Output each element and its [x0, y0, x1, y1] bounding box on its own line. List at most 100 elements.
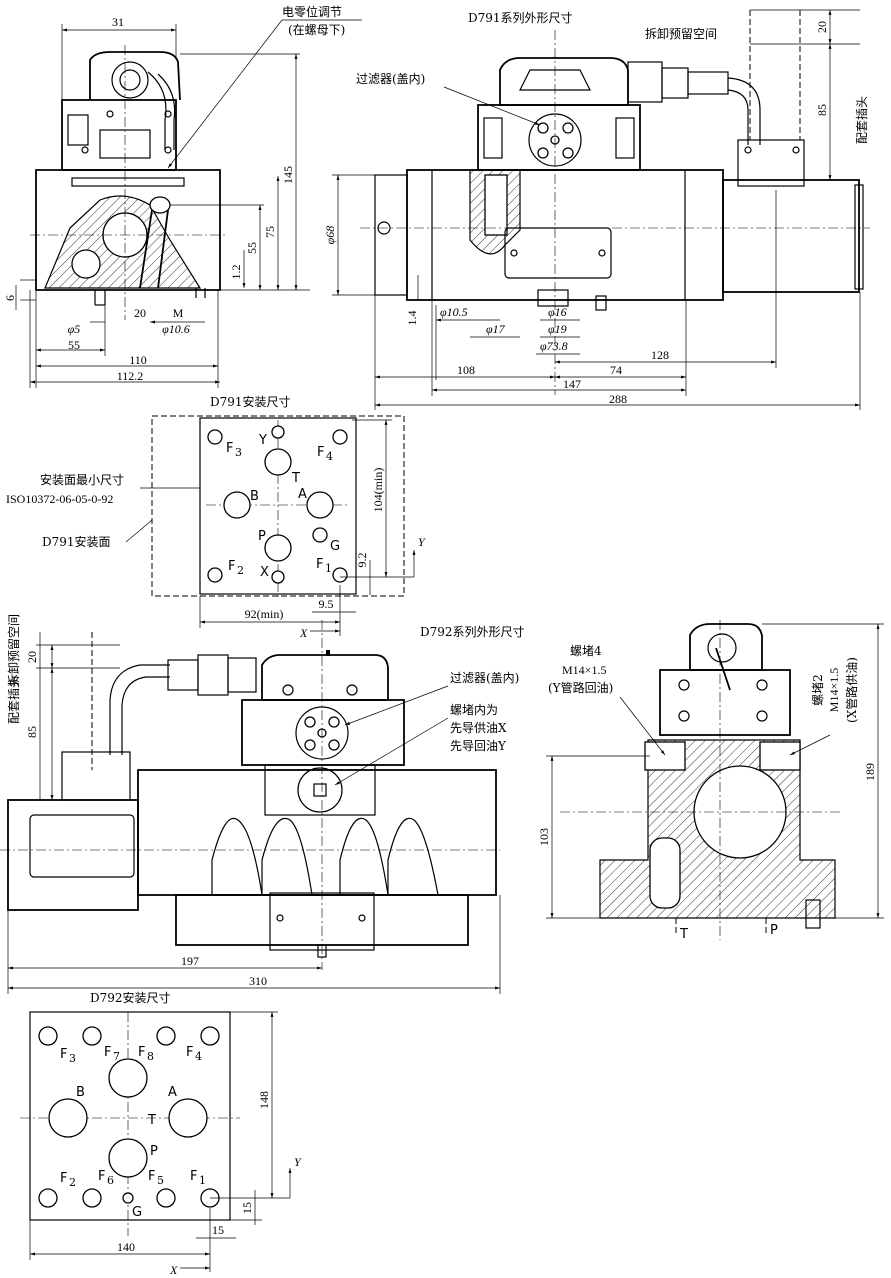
label-under-nut: (在螺母下) [288, 23, 345, 37]
d792-side-view: T P 螺堵4 M14×1.5 (Y管路回油) 螺堵2 M14×1.5 (X管路… [537, 620, 884, 942]
label-pilot-supply-x: 先导供油X [450, 721, 507, 735]
port-f4-sub: 4 [326, 450, 333, 463]
port792-f1-sub: 1 [199, 1174, 206, 1187]
port792-f7-sub: 7 [113, 1050, 120, 1063]
port792-f4: F [186, 1045, 193, 1060]
label-plug4-thread: M14×1.5 [562, 663, 606, 677]
dim-104-min: 104(min) [371, 468, 385, 513]
label-m: M [173, 306, 184, 320]
label-plug2-thread: M14×1.5 [827, 668, 841, 712]
port792-f1: F [190, 1169, 197, 1184]
label-plug2: 螺堵2 [811, 674, 825, 706]
dim-197: 197 [181, 954, 199, 968]
port-b: B [250, 489, 259, 504]
port792-f3-sub: 3 [69, 1052, 76, 1065]
dim-288: 288 [609, 392, 627, 406]
dim-phi17: φ17 [486, 322, 506, 336]
port792-f3: F [60, 1047, 67, 1062]
dim-6: 6 [3, 295, 17, 301]
port-f3-sub: 3 [235, 446, 242, 459]
d791-front-view: D791系列外形尺寸 拆卸预留空间 配套插头 过滤器(盖内) [323, 9, 870, 410]
dim-phi73-8: φ73.8 [540, 339, 568, 353]
axis-y-791: Y [418, 535, 426, 549]
d792-mounting-pattern: D792安装尺寸 F 3 F 7 F 8 F 4 B T A P F 2 F 6… [20, 990, 302, 1277]
label-electric-zero-adjust: 电零位调节 [282, 4, 342, 19]
title-d792-outline: D792系列外形尺寸 [420, 625, 525, 639]
dim-74: 74 [610, 363, 622, 377]
dim-20-top: 20 [815, 21, 829, 33]
dim-85-top: 85 [815, 104, 829, 116]
port792-f5-sub: 5 [157, 1174, 164, 1187]
dim-108: 108 [457, 363, 475, 377]
label-plug2-note: (X管路供油) [844, 657, 859, 723]
label-iso-code: ISO10372-06-05-0-92 [6, 492, 113, 506]
label-plug4: 螺堵4 [570, 644, 602, 658]
dim-148: 148 [257, 1091, 271, 1109]
title-d792-mount: D792安装尺寸 [90, 990, 171, 1005]
title-d791-mount: D791安装尺寸 [210, 394, 291, 409]
dim-phi19: φ19 [548, 322, 567, 336]
d792-front-view: D792系列外形尺寸 配套插头 拆卸预留空间 [0, 614, 525, 994]
dim-85-d792: 85 [25, 726, 39, 738]
d791-mounting-pattern: D791安装尺寸 F 3 Y F 4 T B A P G F 2 X F 1 安… [6, 394, 426, 640]
dim-140: 140 [117, 1240, 135, 1254]
dim-103: 103 [537, 828, 551, 846]
port792-p: P [150, 1144, 158, 1159]
port792-f2: F [60, 1171, 67, 1186]
label-removal-space-top: 拆卸预留空间 [645, 26, 717, 41]
dim-15-v: 15 [240, 1202, 254, 1214]
dim-145: 145 [281, 166, 295, 184]
label-plug-inner: 螺堵内为 [450, 703, 498, 717]
title-d791-outline: D791系列外形尺寸 [468, 11, 573, 25]
dim-phi16: φ16 [548, 305, 567, 319]
d791-side-view: 31 145 75 55 1.2 6 20 M φ5 φ10.6 55 110 … [3, 4, 362, 388]
side-port-t: T [679, 927, 688, 942]
dim-310: 310 [249, 974, 267, 988]
dim-1-2: 1.2 [229, 265, 243, 280]
dim-20: 20 [134, 306, 146, 320]
port792-f2-sub: 2 [69, 1176, 76, 1189]
label-filter-1: 过滤器(盖内) [356, 72, 425, 86]
port-f2-sub: 2 [237, 564, 244, 577]
dim-phi5: φ5 [68, 322, 81, 336]
port-g: G [330, 539, 340, 554]
axis-x-791: X [299, 626, 308, 640]
dim-9-2: 9.2 [355, 553, 369, 568]
dim-110: 110 [129, 353, 147, 367]
port-f3: F [226, 441, 233, 456]
port-a: A [298, 487, 307, 502]
port792-f6-sub: 6 [107, 1174, 114, 1187]
dim-1-4: 1.4 [405, 311, 419, 326]
dim-147: 147 [563, 377, 581, 391]
port-t: T [291, 471, 300, 486]
dim-9-5: 9.5 [319, 597, 334, 611]
dim-phi10-6: φ10.6 [162, 322, 190, 336]
dim-92-min: 92(min) [245, 607, 284, 621]
port-f4: F [317, 445, 324, 460]
label-mating-plug-top: 配套插头 [855, 96, 869, 144]
port-x: X [260, 565, 269, 580]
side-port-p: P [770, 923, 778, 938]
dim-55: 55 [245, 242, 259, 254]
port-p: P [258, 529, 266, 544]
port-y: Y [258, 433, 267, 448]
dim-15-h: 15 [212, 1223, 224, 1237]
dim-phi68: φ68 [323, 226, 337, 245]
label-plug4-note: (Y管路回油) [548, 680, 613, 695]
port792-t: T [147, 1113, 156, 1128]
dim-55-bottom: 55 [68, 338, 80, 352]
port792-f7: F [104, 1045, 111, 1060]
label-filter-2: 过滤器(盖内) [450, 671, 519, 685]
dim-128: 128 [651, 348, 669, 362]
port792-b: B [76, 1085, 85, 1100]
label-mating-plug-left: 配套插头 [7, 676, 21, 724]
port792-g: G [132, 1205, 142, 1220]
port792-f4-sub: 4 [195, 1050, 202, 1063]
axis-x-792: X [169, 1263, 178, 1277]
port792-f8: F [138, 1045, 145, 1060]
label-mount-min-size: 安装面最小尺寸 [40, 472, 124, 487]
dim-75: 75 [263, 226, 277, 238]
axis-y-792: Y [294, 1155, 302, 1169]
dim-112-2: 112.2 [117, 369, 144, 383]
